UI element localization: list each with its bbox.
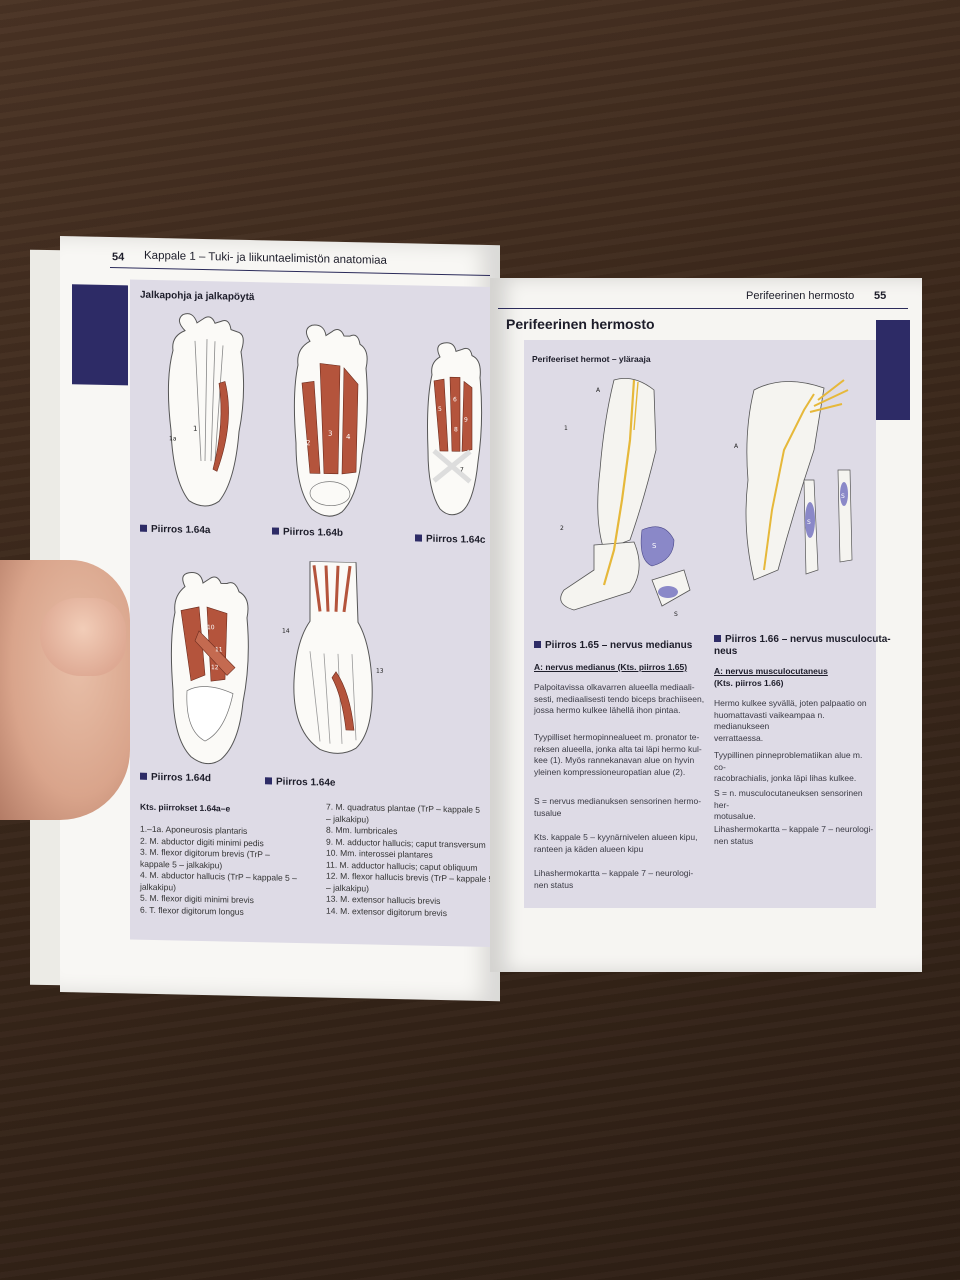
chapter-tab-right xyxy=(876,320,910,420)
left-page: 54 Kappale 1 – Tuki- ja liikuntaelimistö… xyxy=(60,236,500,1002)
header-rule-left xyxy=(110,267,490,277)
figure-1-65-label-1: 1 xyxy=(564,425,568,432)
legend-left-column: 1.–1a. Aponeurosis plantaris 2. M. abduc… xyxy=(140,824,297,919)
figure-c-label-7: 7 xyxy=(460,466,464,473)
text-line: yleinen kompressioneuropatian alue (2). xyxy=(534,766,686,777)
nerve-panel-right: Perifeeriset hermot – yläraaja A 1 2 S S xyxy=(524,340,891,908)
figure-c-label-9: 9 xyxy=(464,416,468,423)
caption-1-66-continued: neus xyxy=(714,646,738,657)
text-line: S = n. musculocutaneuksen sensorinen her… xyxy=(714,788,863,810)
figure-1-66-label-a: A xyxy=(734,443,739,450)
panel-title-left: Jalkapohja ja jalkapöytä xyxy=(140,289,255,304)
figure-a-label-1a: 1a xyxy=(169,435,177,442)
text-line: jossa hermo kulkee lähellä ihon pintaa. xyxy=(534,705,681,715)
figure-a-label-1: 1 xyxy=(193,425,197,433)
figure-c-label-6: 6 xyxy=(453,396,457,403)
chapter-tab-left xyxy=(72,284,128,386)
figure-1-65-label-a: A xyxy=(596,387,601,394)
text-line: Lihashermokartta – kappale 7 – neurologi… xyxy=(714,824,874,834)
text-line: S = nervus medianuksen sensorinen hermo- xyxy=(534,796,702,806)
arm-figure-1-65: A 1 2 S S xyxy=(560,377,691,618)
foot-figure-d: 10 11 12 xyxy=(170,571,249,765)
subhead-nervus-medianus: A: nervus medianus (Kts. piirros 1.65) xyxy=(534,662,688,672)
text-line: racobrachialis, jonka läpi lihas kulkee. xyxy=(714,773,857,783)
figure-d-label-11: 11 xyxy=(215,646,223,653)
section-title: Perifeerinen hermosto xyxy=(506,316,655,332)
figure-e-label-13: 13 xyxy=(376,668,384,675)
musculocutaneus-paragraph-2: Tyypillinen pinneproblematiikan alue m. … xyxy=(714,750,876,785)
figure-d-label-10: 10 xyxy=(207,624,215,631)
text-line: huomattavasti vaikeampaa n. medianukseen xyxy=(714,709,825,732)
figure-b-label-4: 4 xyxy=(346,433,351,441)
figure-b-label-2: 2 xyxy=(306,439,310,447)
figure-e-label-14: 14 xyxy=(282,628,290,635)
text-line: Tyypilliset hermopinnealueet m. pronator… xyxy=(534,732,700,742)
medianus-paragraph-2: Tyypilliset hermopinnealueet m. pronator… xyxy=(534,732,702,778)
right-page: Perifeerinen hermosto 55 Perifeerinen he… xyxy=(490,278,922,972)
caption-1-64b: Piirros 1.64b xyxy=(272,526,343,539)
text-line: sesti, mediaalisesti tendo biceps brachi… xyxy=(534,693,705,704)
figure-1-65-label-s2: S xyxy=(674,611,678,618)
figure-1-65-label-2: 2 xyxy=(560,525,564,532)
musculocutaneus-paragraph-1: Hermo kulkee syvällä, joten palpaatio on… xyxy=(714,698,876,744)
running-head-left: Kappale 1 – Tuki- ja liikuntaelimistön a… xyxy=(144,249,387,267)
legend-right-column: 7. M. quadratus plantae (TrP – kappale 5… xyxy=(326,802,493,921)
panel-title-right: Perifeeriset hermot – yläraaja xyxy=(532,354,651,364)
foot-figure-e: 13 14 xyxy=(282,560,384,754)
text-line: reksen alueella, jonka alta tai läpi her… xyxy=(534,743,702,754)
legend-item: 14. M. extensor digitorum brevis xyxy=(326,905,447,918)
figure-1-66-label-s2: S xyxy=(841,493,845,500)
text-line: tusalue xyxy=(534,807,562,818)
figure-1-66-label-s: S xyxy=(807,519,811,526)
text-line: ranteen ja käden alueen kipu xyxy=(534,843,644,854)
subhead-musculocutaneus: A: nervus musculocutaneus xyxy=(714,666,828,676)
thumb xyxy=(40,598,126,676)
legend-title: Kts. piirrokset 1.64a–e xyxy=(140,801,231,814)
subhead-musculocutaneus-ref: (Kts. piirros 1.66) xyxy=(714,678,784,688)
caption-1-64e: Piirros 1.64e xyxy=(265,776,335,789)
running-head-right: Perifeerinen hermosto xyxy=(746,290,855,302)
text-line: Hermo kulkee syvällä, joten palpaatio on xyxy=(714,698,867,708)
foot-figure-b: 2 3 4 xyxy=(293,324,368,517)
anatomy-panel-left: Jalkapohja ja jalkapöytä 1 1a Piirros 1.… xyxy=(130,279,498,948)
legend-item: 6. T. flexor digitorum longus xyxy=(140,904,244,917)
text-line: Tyypillinen pinneproblematiikan alue m. … xyxy=(714,750,863,772)
caption-1-64c: Piirros 1.64c xyxy=(415,533,485,546)
text-line: motusalue. xyxy=(714,811,756,821)
header-rule-right xyxy=(498,308,908,309)
musculocutaneus-paragraph-3: S = n. musculocutaneuksen sensorinen her… xyxy=(714,788,876,823)
medianus-paragraph-5: Lihashermokartta – kappale 7 – neurologi… xyxy=(534,868,693,891)
foot-figure-a: 1 1a xyxy=(167,313,245,507)
medianus-paragraph-4: Kts. kappale 5 – kyynärnivelen alueen ki… xyxy=(534,832,698,855)
text-line: kee (1). Myös rannekanavan alue on hyvin xyxy=(534,755,695,765)
medianus-paragraph-1: Palpoitavissa olkavarren alueella mediaa… xyxy=(534,682,704,717)
text-line: verrattaessa. xyxy=(714,732,764,743)
figure-c-label-8: 8 xyxy=(454,426,458,433)
text-line: Lihashermokartta – kappale 7 – neurologi… xyxy=(534,868,694,878)
text-line: Palpoitavissa olkavarren alueella mediaa… xyxy=(534,682,695,692)
figure-c-label-5: 5 xyxy=(438,406,442,413)
text-line: nen status xyxy=(714,835,754,846)
figure-1-65-label-s: S xyxy=(652,542,657,550)
musculocutaneus-paragraph-4: Lihashermokartta – kappale 7 – neurologi… xyxy=(714,824,873,847)
figure-b-label-3: 3 xyxy=(328,430,332,438)
arm-figure-1-66: A S S xyxy=(734,379,853,581)
text-line: nen status xyxy=(534,879,574,890)
text-line: Kts. kappale 5 – kyynärnivelen alueen ki… xyxy=(534,832,698,842)
page-number-left: 54 xyxy=(112,251,125,264)
caption-1-65: Piirros 1.65 – nervus medianus xyxy=(534,640,692,651)
foot-figure-c: 5 6 7 8 9 xyxy=(427,342,483,516)
page-number-right: 55 xyxy=(874,290,887,302)
caption-1-66: Piirros 1.66 – nervus musculocuta- xyxy=(714,634,891,645)
figure-d-label-12: 12 xyxy=(211,664,219,671)
medianus-paragraph-3: S = nervus medianuksen sensorinen hermo-… xyxy=(534,796,701,819)
caption-1-64d: Piirros 1.64d xyxy=(140,772,211,784)
caption-1-64a: Piirros 1.64a xyxy=(140,524,210,536)
